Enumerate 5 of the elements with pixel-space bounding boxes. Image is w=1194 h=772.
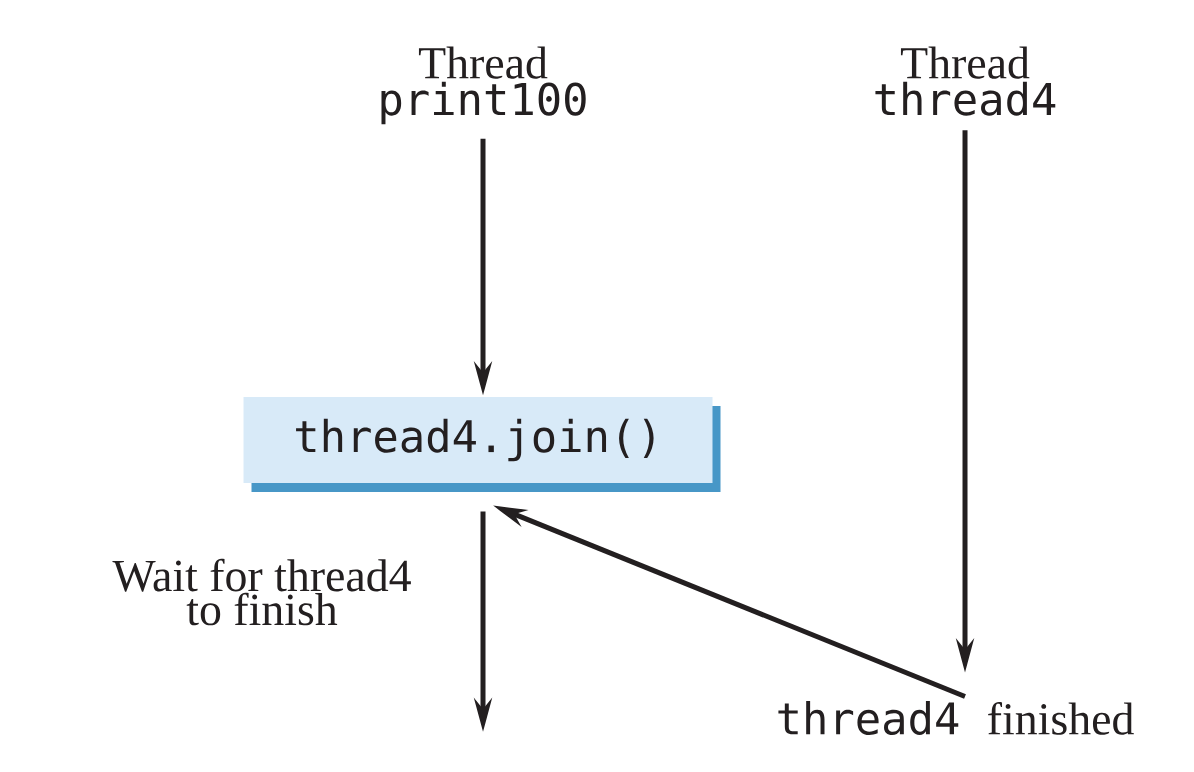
edge-label: Wait for thread4 to finish bbox=[112, 558, 411, 626]
process-box: thread4.join() bbox=[243, 397, 721, 492]
thread-label: Thread thread4 bbox=[875, 46, 1056, 116]
thread-label: Thread print100 bbox=[381, 46, 586, 125]
status-text: thread4 finished bbox=[778, 701, 1134, 735]
